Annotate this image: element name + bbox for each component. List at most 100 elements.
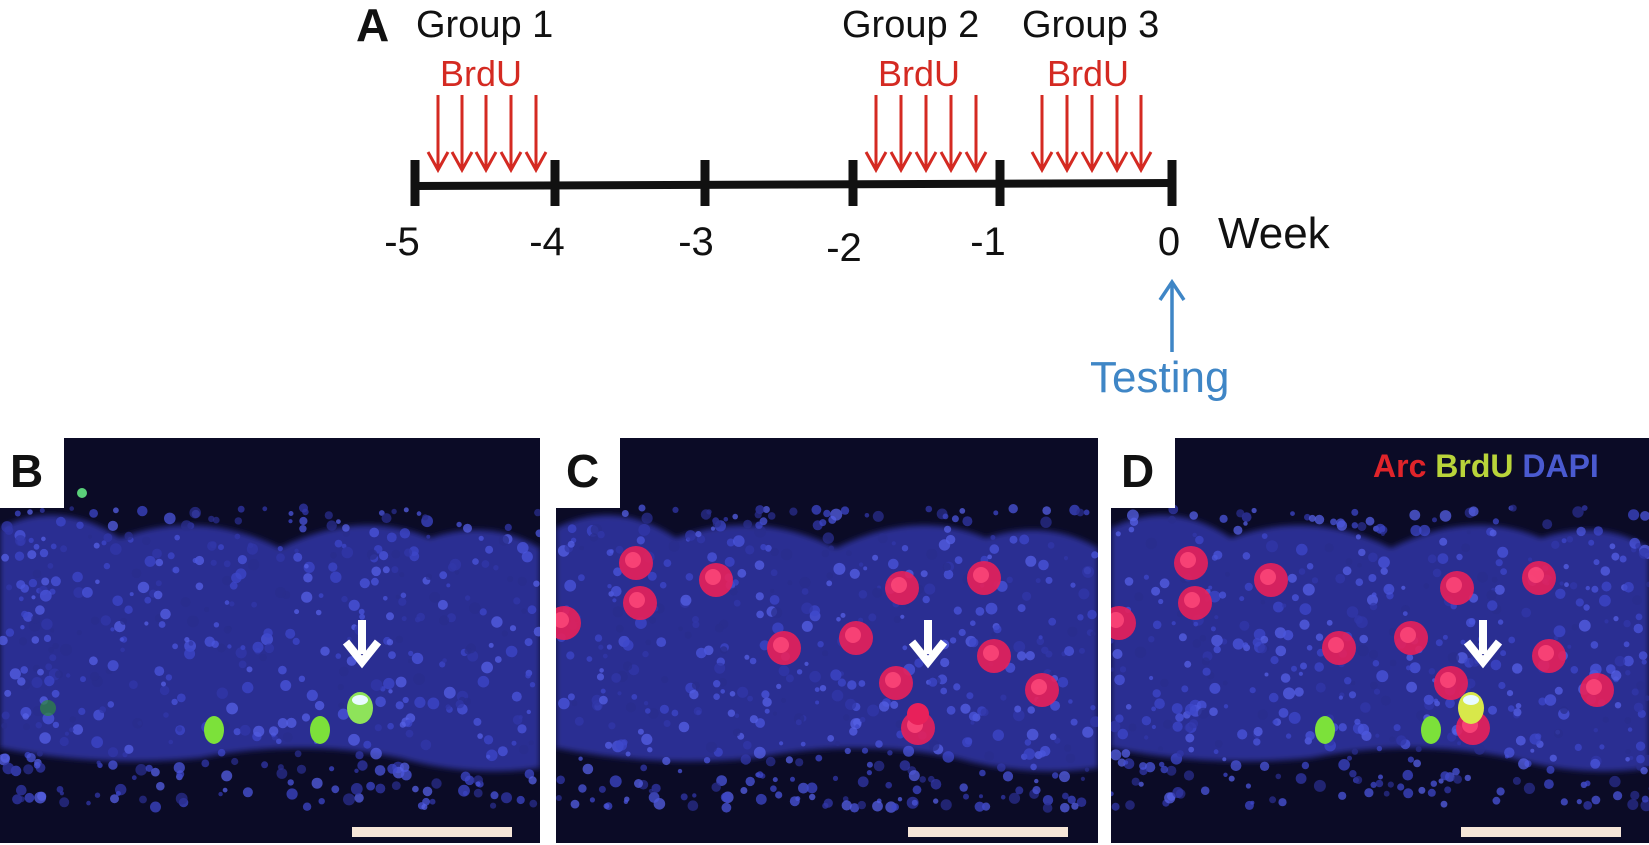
dapi-nucleus — [534, 508, 540, 517]
dapi-nucleus — [692, 793, 697, 798]
dapi-nucleus — [1576, 799, 1582, 805]
dapi-nucleus — [124, 605, 133, 614]
panel-b-letter-box: B — [0, 438, 64, 508]
dapi-nucleus — [942, 562, 951, 571]
dapi-nucleus — [1188, 746, 1195, 753]
dapi-nucleus — [1348, 691, 1357, 699]
dapi-nucleus — [1432, 568, 1442, 578]
dapi-nucleus — [269, 726, 279, 736]
dapi-nucleus — [1298, 568, 1306, 575]
dapi-nucleus — [151, 767, 160, 777]
dapi-nucleus — [1373, 688, 1381, 695]
brdu-arrowhead-g3-2 — [1055, 151, 1079, 174]
dapi-nucleus — [721, 802, 732, 813]
dapi-nucleus — [1460, 639, 1466, 645]
dapi-nucleus — [1121, 749, 1131, 758]
dapi-nucleus — [924, 583, 936, 595]
dapi-nucleus — [1521, 607, 1532, 618]
dapi-nucleus — [1640, 799, 1649, 812]
dapi-nucleus — [473, 717, 482, 726]
dapi-nucleus — [1638, 651, 1648, 660]
dapi-nucleus — [110, 627, 115, 632]
dapi-nucleus — [600, 688, 606, 694]
dapi-nucleus — [1581, 505, 1588, 511]
dapi-nucleus — [497, 746, 508, 757]
dapi-nucleus — [1302, 583, 1315, 596]
dapi-nucleus — [1437, 553, 1449, 564]
dapi-nucleus — [1268, 692, 1279, 703]
dapi-nucleus — [1529, 733, 1541, 745]
dapi-nucleus — [1315, 682, 1326, 693]
dapi-nucleus — [612, 598, 617, 603]
dapi-nucleus — [358, 608, 365, 615]
dapi-nucleus — [993, 625, 1002, 634]
dapi-nucleus — [276, 553, 285, 562]
dapi-nucleus — [24, 792, 35, 803]
dapi-nucleus — [1495, 559, 1503, 567]
dapi-nucleus — [615, 739, 628, 751]
dapi-nucleus — [52, 642, 59, 650]
dapi-nucleus — [811, 504, 822, 515]
arc-cell-core — [845, 627, 861, 643]
brdu-arrowhead-g2-5 — [964, 151, 988, 174]
dapi-nucleus — [1427, 788, 1436, 797]
dapi-nucleus — [1590, 758, 1601, 769]
dapi-nucleus — [609, 549, 614, 554]
dapi-nucleus — [1560, 706, 1568, 714]
dapi-nucleus — [1019, 534, 1030, 545]
dapi-nucleus — [992, 729, 1004, 741]
dapi-nucleus — [1641, 795, 1649, 803]
dapi-nucleus — [1600, 566, 1611, 576]
dapi-nucleus — [1275, 645, 1287, 657]
dapi-nucleus — [1245, 783, 1251, 789]
dapi-nucleus — [733, 728, 741, 737]
dapi-nucleus — [744, 654, 750, 660]
dapi-nucleus — [1504, 747, 1515, 758]
dapi-nucleus — [1282, 603, 1287, 608]
dapi-nucleus — [1300, 662, 1307, 670]
dapi-nucleus — [822, 532, 834, 544]
dapi-nucleus — [1515, 703, 1522, 709]
dapi-nucleus — [680, 793, 688, 801]
dapi-nucleus — [611, 673, 622, 683]
dapi-nucleus — [1370, 781, 1377, 788]
dapi-nucleus — [571, 700, 578, 707]
dapi-nucleus — [1342, 566, 1352, 576]
dapi-nucleus — [582, 763, 594, 775]
dapi-nucleus — [516, 795, 525, 805]
dapi-nucleus — [184, 648, 196, 660]
timeline-axis — [410, 160, 1177, 206]
dapi-nucleus — [749, 657, 757, 665]
dapi-nucleus — [1357, 563, 1362, 568]
dapi-nucleus — [14, 551, 25, 561]
dapi-nucleus — [1192, 532, 1197, 538]
scale-bar-b — [352, 827, 512, 837]
dapi-nucleus — [1487, 600, 1498, 611]
dapi-nucleus — [73, 587, 85, 598]
dapi-nucleus — [567, 540, 575, 548]
dapi-nucleus — [877, 533, 888, 544]
dapi-nucleus — [1641, 659, 1647, 665]
dapi-nucleus — [18, 596, 24, 602]
dapi-nucleus — [760, 544, 767, 551]
dapi-nucleus — [1273, 601, 1284, 613]
dapi-nucleus — [342, 524, 350, 532]
white-arrow-head — [908, 639, 948, 669]
dapi-nucleus — [823, 509, 831, 518]
dapi-nucleus — [1022, 591, 1032, 601]
dapi-nucleus — [1397, 783, 1405, 791]
dapi-nucleus — [1570, 666, 1579, 674]
dapi-nucleus — [1239, 620, 1250, 631]
dapi-nucleus — [483, 735, 494, 745]
dapi-nucleus — [804, 661, 809, 666]
dapi-nucleus — [1351, 748, 1359, 755]
dapi-nucleus — [1401, 585, 1406, 590]
dapi-nucleus — [131, 775, 137, 781]
dapi-nucleus — [566, 651, 575, 660]
dapi-nucleus — [124, 744, 134, 754]
dapi-nucleus — [1357, 522, 1367, 531]
dapi-nucleus — [493, 565, 499, 571]
dapi-nucleus — [363, 740, 372, 749]
dapi-nucleus — [525, 672, 531, 679]
dapi-nucleus — [204, 606, 210, 613]
